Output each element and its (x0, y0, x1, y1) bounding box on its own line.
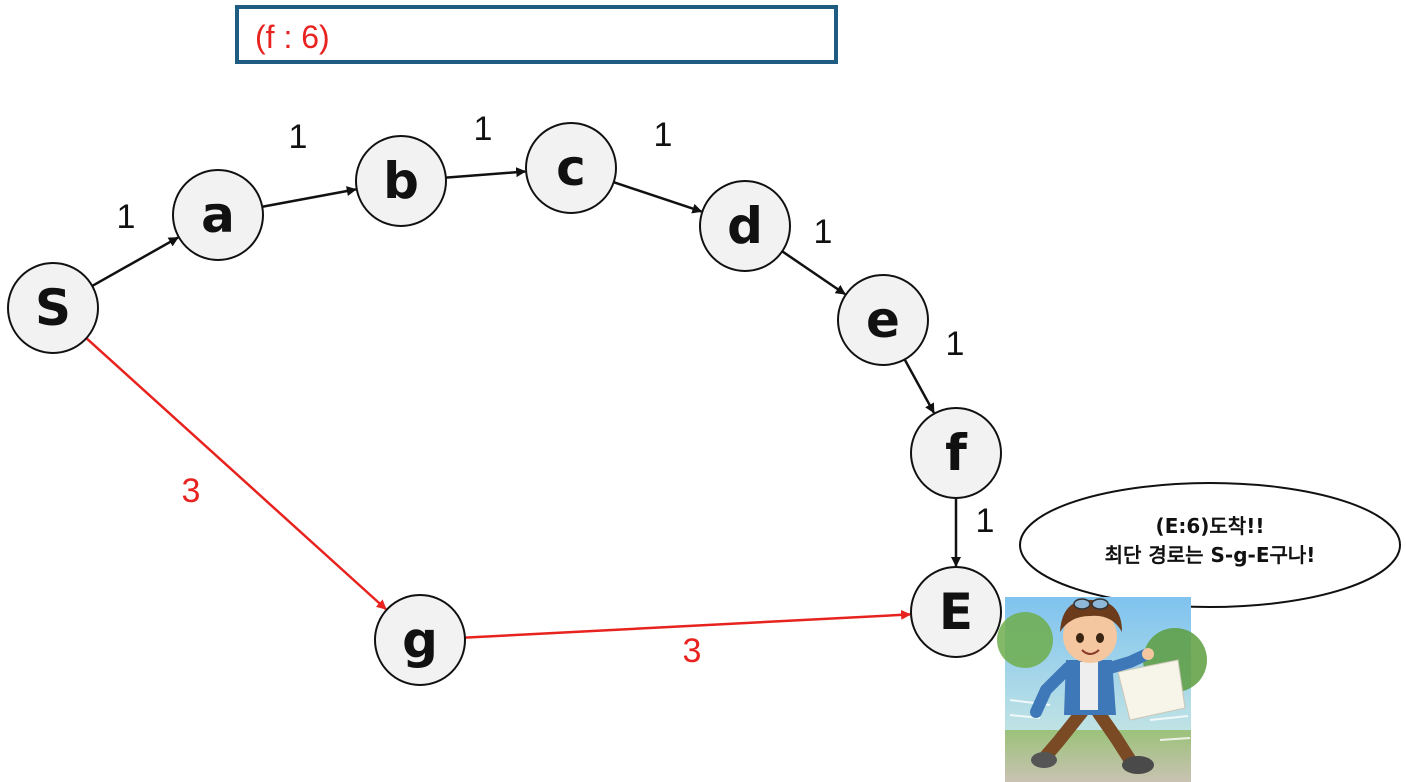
node-circle-b (355, 135, 447, 227)
node-label-a: a (201, 186, 235, 244)
node-f: f (910, 407, 1002, 499)
running-boy-illustration (997, 597, 1207, 782)
node-label-E: E (939, 583, 973, 641)
node-label-d: d (727, 197, 763, 255)
edge-weight-f-E: 1 (976, 502, 995, 540)
node-g: g (374, 594, 466, 686)
node-circle-S (7, 262, 99, 354)
node-label-S: S (35, 279, 71, 337)
edge-weight-e-f: 1 (946, 325, 965, 363)
speech-bubble-line2: 최단 경로는 S-g-E구나! (1105, 543, 1316, 567)
edge-S-g (85, 337, 387, 611)
node-label-f: f (945, 424, 968, 482)
status-box: (f : 6) (235, 5, 838, 64)
edge-d-e (781, 250, 846, 296)
node-circle-d (699, 180, 791, 272)
node-circle-a (172, 169, 264, 261)
edge-S-a (91, 236, 179, 287)
speech-bubble-body (1019, 482, 1401, 608)
node-S: S (7, 262, 99, 354)
speech-bubble-line1: (E:6)도착!! (1156, 514, 1265, 538)
node-label-g: g (402, 611, 438, 669)
edge-weight-c-d: 1 (654, 116, 673, 154)
status-text: (f : 6) (255, 19, 330, 55)
node-circle-f (910, 407, 1002, 499)
node-circle-g (374, 594, 466, 686)
edge-e-f (903, 358, 935, 414)
node-circle-c (525, 122, 617, 214)
node-label-c: c (556, 139, 586, 197)
node-d: d (699, 180, 791, 272)
node-e: e (837, 274, 929, 366)
node-circle-e (837, 274, 929, 366)
node-c: c (525, 122, 617, 214)
node-label-b: b (383, 152, 419, 210)
node-E: E (910, 566, 1002, 658)
edge-c-d (613, 181, 703, 214)
speech-bubble: (E:6)도착!! 최단 경로는 S-g-E구나! (1019, 482, 1401, 612)
edge-g-E (464, 609, 912, 639)
edge-weight-d-e: 1 (814, 213, 833, 251)
node-circle-E (910, 566, 1002, 658)
edge-weight-S-a: 1 (117, 198, 136, 236)
edge-a-b (262, 186, 357, 209)
edge-weight-g-E: 3 (683, 632, 702, 670)
edge-weight-S-g: 3 (182, 472, 201, 510)
node-label-e: e (866, 291, 900, 349)
edge-b-c (445, 167, 527, 179)
edge-weight-b-c: 1 (474, 110, 493, 148)
node-b: b (355, 135, 447, 227)
node-a: a (172, 169, 264, 261)
edge-weight-a-b: 1 (289, 118, 308, 156)
